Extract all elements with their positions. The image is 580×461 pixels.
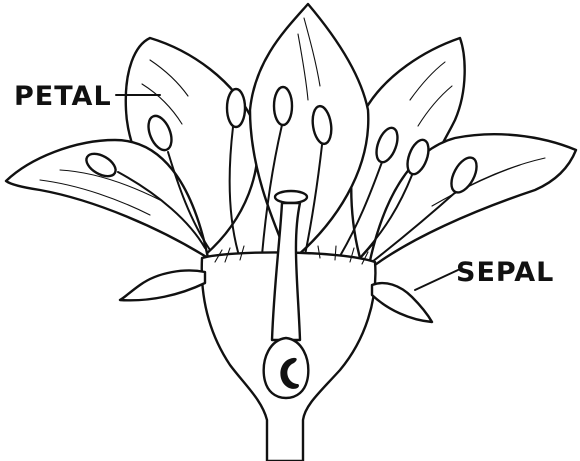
stigma	[273, 189, 309, 205]
stem	[266, 419, 304, 461]
sepal-leader-line	[414, 269, 459, 291]
sepal-label: SEPAL	[456, 257, 555, 288]
stamens	[85, 85, 478, 263]
ovule	[280, 357, 299, 389]
back-petal-center	[248, 2, 370, 264]
front-petal-left	[4, 138, 210, 260]
cup-shading	[214, 245, 369, 265]
sepal-right	[370, 281, 434, 324]
sepal-left	[118, 269, 207, 302]
style	[270, 201, 302, 342]
petal-veins	[39, 17, 546, 216]
petal-label: PETAL	[14, 81, 112, 112]
